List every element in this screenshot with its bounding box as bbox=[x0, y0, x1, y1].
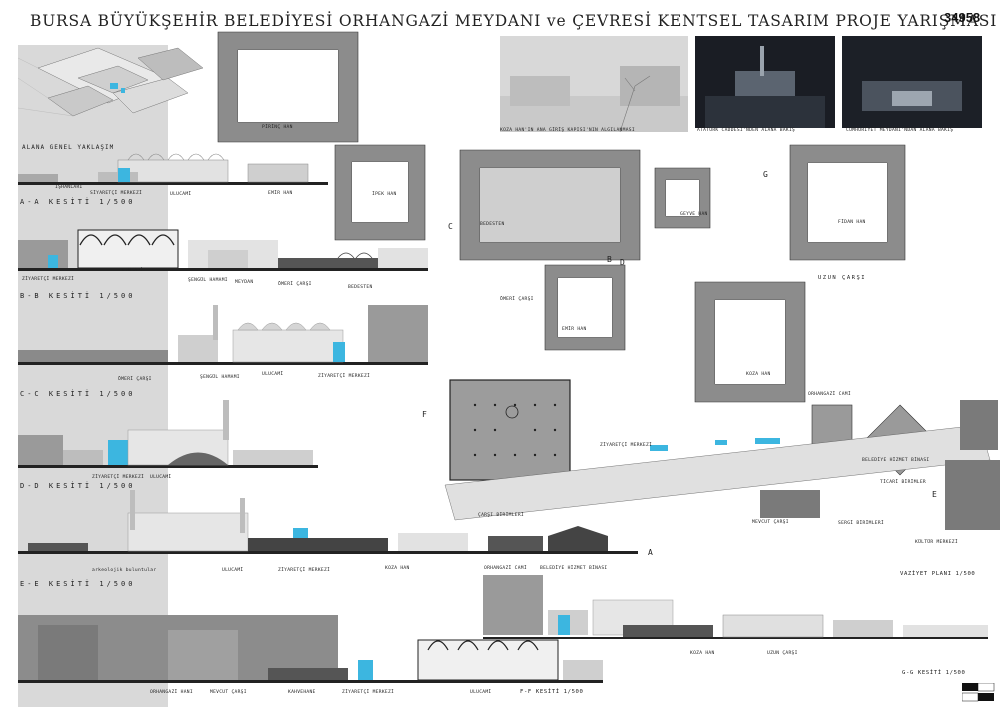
ee-label-3: ZİYARETÇİ MERKEZİ bbox=[278, 568, 331, 573]
gg-title: G-G KESİTİ 1/500 bbox=[902, 670, 966, 676]
gg-label-2: UZUN ÇARŞI bbox=[767, 651, 798, 656]
ff-label-4: ZİYARETÇİ MERKEZİ bbox=[342, 690, 395, 695]
aa-label-2: SİYARETÇİ MERKEZİ bbox=[90, 191, 143, 196]
ee-label-4: KOZA HAN bbox=[385, 566, 410, 571]
plan-ticari: TİCARİ BİRİMLER bbox=[880, 480, 926, 485]
dd-title: D-D KESİTİ 1/500 bbox=[20, 482, 136, 490]
cc-label-2: ŞENGÜL HAMAMI bbox=[200, 375, 240, 380]
plan-kulturel: KÜLTÜR MERKEZİ bbox=[915, 540, 958, 545]
plan-uzun-carsi: UZUN ÇARŞI bbox=[818, 275, 867, 281]
site-plan bbox=[217, 31, 1000, 530]
ff-label-2: MEVCUT ÇARŞI bbox=[210, 690, 247, 695]
bb-label-1: ZİYARETÇİ MERKEZİ bbox=[22, 277, 75, 282]
ee-title: E-E KESİTİ 1/500 bbox=[20, 580, 136, 588]
section-ee-drawing bbox=[18, 490, 638, 554]
plan-pirinc-han: PİRİNÇ HAN bbox=[262, 125, 293, 130]
plan-koza-han: KOZA HAN bbox=[746, 372, 771, 377]
render-1-caption: KOZA HAN'IN ANA GİRİŞ KAPISI'NIN ALGILAN… bbox=[500, 128, 635, 133]
plan-bedesten: BEDESTEN bbox=[480, 222, 505, 227]
axis-f: F bbox=[422, 410, 428, 419]
plan-ziyaretci: ZİYARETÇİ MERKEZİ bbox=[600, 443, 653, 448]
render-koza-han bbox=[500, 36, 688, 132]
section-ff-drawing bbox=[18, 615, 603, 683]
plan-emir-han: EMİR HAN bbox=[562, 327, 587, 332]
bb-label-4: MEYDAN bbox=[235, 280, 254, 285]
axis-e: E bbox=[932, 490, 938, 499]
approach-axonometric bbox=[18, 47, 204, 117]
left-band bbox=[18, 45, 168, 707]
axis-g: G bbox=[763, 170, 769, 179]
ee-label-2: ULUCAMİ bbox=[222, 568, 244, 573]
section-dd-drawing bbox=[18, 400, 318, 468]
render-ataturk bbox=[695, 36, 835, 128]
aa-title: A-A KESİTİ 1/500 bbox=[20, 198, 136, 206]
plan-ipek-han: İPEK HAN bbox=[372, 192, 397, 197]
dd-label-2: ULUCAMİ bbox=[150, 475, 172, 480]
aa-label-1: İŞHANLARI bbox=[55, 185, 83, 190]
axis-b: B bbox=[607, 255, 613, 264]
plan-orhangazi-cami: ORHANGAZİ CAMİ bbox=[808, 392, 851, 397]
axis-d: D bbox=[620, 258, 626, 267]
render-cumhuriyet bbox=[842, 36, 982, 128]
ee-label-1: arkeolojik buluntular bbox=[92, 568, 157, 573]
ee-label-6: BELEDİYE HİZMET BİNASI bbox=[540, 566, 608, 571]
page-title: BURSA BÜYÜKŞEHİR BELEDİYESİ ORHANGAZİ ME… bbox=[30, 12, 998, 30]
plan-geyve-han: GEYVE HAN bbox=[680, 212, 708, 217]
entry-code: 34958 bbox=[944, 10, 981, 25]
ff-label-3: KAHVEHANE bbox=[288, 690, 316, 695]
cc-label-1: ÖMERİ ÇARŞI bbox=[118, 377, 152, 382]
bb-label-3: ŞENGÜL HAMAMI bbox=[188, 278, 228, 283]
dd-label-1: ZİYARETÇİ MERKEZİ bbox=[92, 475, 145, 480]
ff-label-1: ORHANGAZİ HANI bbox=[150, 690, 193, 695]
bb-label-5: ÖMERİ ÇARŞI bbox=[278, 282, 312, 287]
cc-title: C-C KESİTİ 1/500 bbox=[20, 390, 136, 398]
cc-label-3: ULUCAMİ bbox=[262, 372, 284, 377]
aa-label-4: EMİR HAN bbox=[268, 191, 293, 196]
bb-label-6: BEDESTEN bbox=[348, 285, 373, 290]
plan-carsi-birimleri: ÇARŞI BİRİMLERİ bbox=[478, 513, 524, 518]
render-2-caption: ATATÜRK CADDESİ'NDEN ALANA BAKIŞ bbox=[697, 128, 796, 133]
section-gg-drawing bbox=[483, 575, 988, 639]
render-3-caption: CUMHURİYET MEYDANI'NDAN ALANA BAKIŞ bbox=[846, 128, 954, 133]
plan-fidan-han: FİDAN HAN bbox=[838, 220, 866, 225]
gg-label-1: KOZA HAN bbox=[690, 651, 715, 656]
axis-c: C bbox=[448, 222, 454, 231]
aa-label-3: ULUCAMİ bbox=[170, 192, 192, 197]
axis-a: A bbox=[648, 548, 654, 557]
section-aa-drawing bbox=[18, 153, 328, 185]
section-cc-drawing bbox=[18, 305, 428, 365]
bb-label-2: ULUCAMİ bbox=[122, 268, 144, 273]
scale-bar bbox=[962, 683, 995, 702]
ff-title: F-F KESİTİ 1/500 bbox=[520, 689, 584, 695]
plan-omeri-carsi: ÖMERİ ÇARŞI bbox=[500, 297, 534, 302]
plan-sergi: SERGİ BİRİMLERİ bbox=[838, 521, 884, 526]
cc-label-4: ZİYARETÇİ MERKEZİ bbox=[318, 374, 371, 379]
plan-belediye: BELEDİYE HİZMET BİNASI bbox=[862, 458, 930, 463]
plan-mevcut-carsi: MEVCUT ÇARŞI bbox=[752, 520, 789, 525]
section-bb-drawing bbox=[18, 229, 428, 271]
ff-label-5: ULUCAMİ bbox=[470, 690, 492, 695]
plan-title: VAZİYET PLANI 1/500 bbox=[900, 571, 976, 577]
bb-title: B-B KESİTİ 1/500 bbox=[20, 292, 136, 300]
approach-caption: ALANA GENEL YAKLAŞIM bbox=[22, 144, 115, 151]
ee-label-5: ORHANGAZİ CAMİ bbox=[484, 566, 527, 571]
